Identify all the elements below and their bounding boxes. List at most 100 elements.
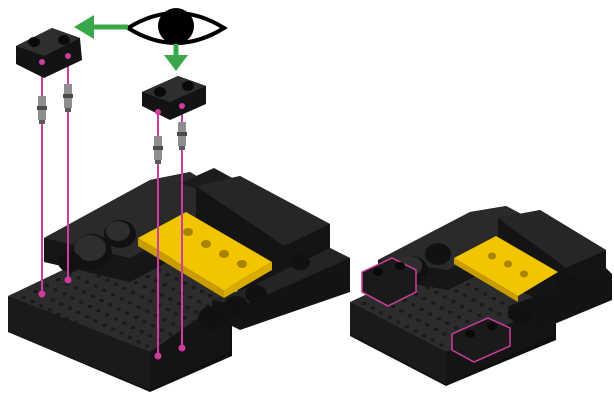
plate-hole: [379, 311, 383, 314]
floating-block-right: [142, 76, 206, 120]
plate-hole: [396, 320, 400, 323]
plate-hole: [125, 312, 129, 315]
plate-hole: [417, 319, 421, 322]
plate-hole: [131, 326, 135, 329]
plate-hole: [183, 282, 187, 285]
plate-hole: [443, 296, 447, 299]
plate-hole: [85, 280, 89, 283]
peg: [37, 96, 47, 124]
plate-hole: [472, 299, 476, 302]
plate-hole: [91, 295, 95, 298]
plate-hole: [77, 311, 81, 314]
plate-hole: [466, 283, 470, 286]
plate-hole: [492, 297, 496, 300]
plate-hole: [140, 295, 144, 298]
plate-hole: [128, 336, 132, 339]
plate-hole: [111, 328, 115, 331]
plate-hole: [186, 306, 190, 309]
plate-hole: [160, 294, 164, 297]
plate-hole: [422, 334, 426, 337]
plate-hole: [414, 330, 418, 333]
plate-hole: [45, 284, 49, 287]
plate-hole: [59, 303, 63, 306]
plate-hole: [399, 310, 403, 313]
plate-hole: [134, 351, 138, 354]
plate-hole: [177, 302, 181, 305]
plate-hole: [131, 291, 135, 294]
plate-hole: [105, 313, 109, 316]
plate-hole: [454, 289, 458, 292]
plate-hole: [183, 316, 187, 319]
plate-hole: [437, 317, 441, 320]
plate-hole: [134, 316, 138, 319]
plate-hole: [163, 318, 167, 321]
plate-hole: [483, 292, 487, 295]
eye-icon: [128, 8, 224, 44]
plate-hole: [448, 311, 452, 314]
plate-hole: [71, 297, 75, 300]
plate-hole: [145, 310, 149, 313]
plate-hole: [123, 287, 127, 290]
plate-hole: [22, 296, 26, 299]
plate-hole: [194, 310, 198, 313]
plate-hole: [434, 291, 438, 294]
plate-hole: [122, 322, 126, 325]
plate-hole: [460, 305, 464, 308]
plate-hole: [117, 307, 121, 310]
plate-hole: [423, 297, 427, 300]
plate-hole: [191, 321, 195, 324]
plate-hole: [166, 308, 170, 311]
plate-hole: [463, 294, 467, 297]
plate-hole: [99, 334, 103, 337]
plate-hole: [189, 296, 193, 299]
plate-hole: [166, 273, 170, 276]
plate-hole: [94, 319, 98, 322]
plate-hole: [191, 286, 195, 289]
plate-hole: [151, 324, 155, 327]
plate-hole: [457, 316, 461, 319]
right-assembly-completed: [350, 206, 612, 386]
plate-hole: [74, 321, 78, 324]
peg: [177, 122, 187, 150]
plate-hole: [434, 328, 438, 331]
plate-hole: [477, 314, 481, 317]
plate-hole: [442, 333, 446, 336]
plate-hole: [148, 334, 152, 337]
plate-hole: [137, 306, 141, 309]
plate-hole: [209, 294, 213, 297]
plate-hole: [125, 346, 129, 349]
plate-hole: [108, 303, 112, 306]
plate-hole: [428, 313, 432, 316]
plate-hole: [466, 320, 470, 323]
floating-block-left: [16, 28, 82, 78]
plate-hole: [82, 325, 86, 328]
plate-hole: [454, 326, 458, 329]
plate-hole: [114, 283, 118, 286]
plate-hole: [489, 308, 493, 311]
plate-hole: [97, 309, 101, 312]
plate-hole: [114, 318, 118, 321]
plate-hole: [500, 302, 504, 305]
plate-hole: [408, 314, 412, 317]
plate-hole: [62, 292, 66, 295]
plate-hole: [431, 302, 435, 305]
arrow-down-icon: [164, 44, 188, 71]
plate-hole: [111, 293, 115, 296]
plate-hole: [168, 333, 172, 336]
plate-hole: [174, 312, 178, 315]
plate-hole: [362, 302, 366, 305]
plate-hole: [68, 307, 72, 310]
plate-hole: [151, 289, 155, 292]
view-direction-indicator: [74, 8, 224, 71]
plate-hole: [74, 286, 78, 289]
plate-hole: [91, 330, 95, 333]
plate-hole: [405, 325, 409, 328]
plate-hole: [57, 278, 61, 281]
plate-hole: [475, 288, 479, 291]
plate-hole: [79, 301, 83, 304]
plate-hole: [371, 307, 375, 310]
plate-hole: [128, 301, 132, 304]
arrow-left-icon: [74, 15, 128, 39]
